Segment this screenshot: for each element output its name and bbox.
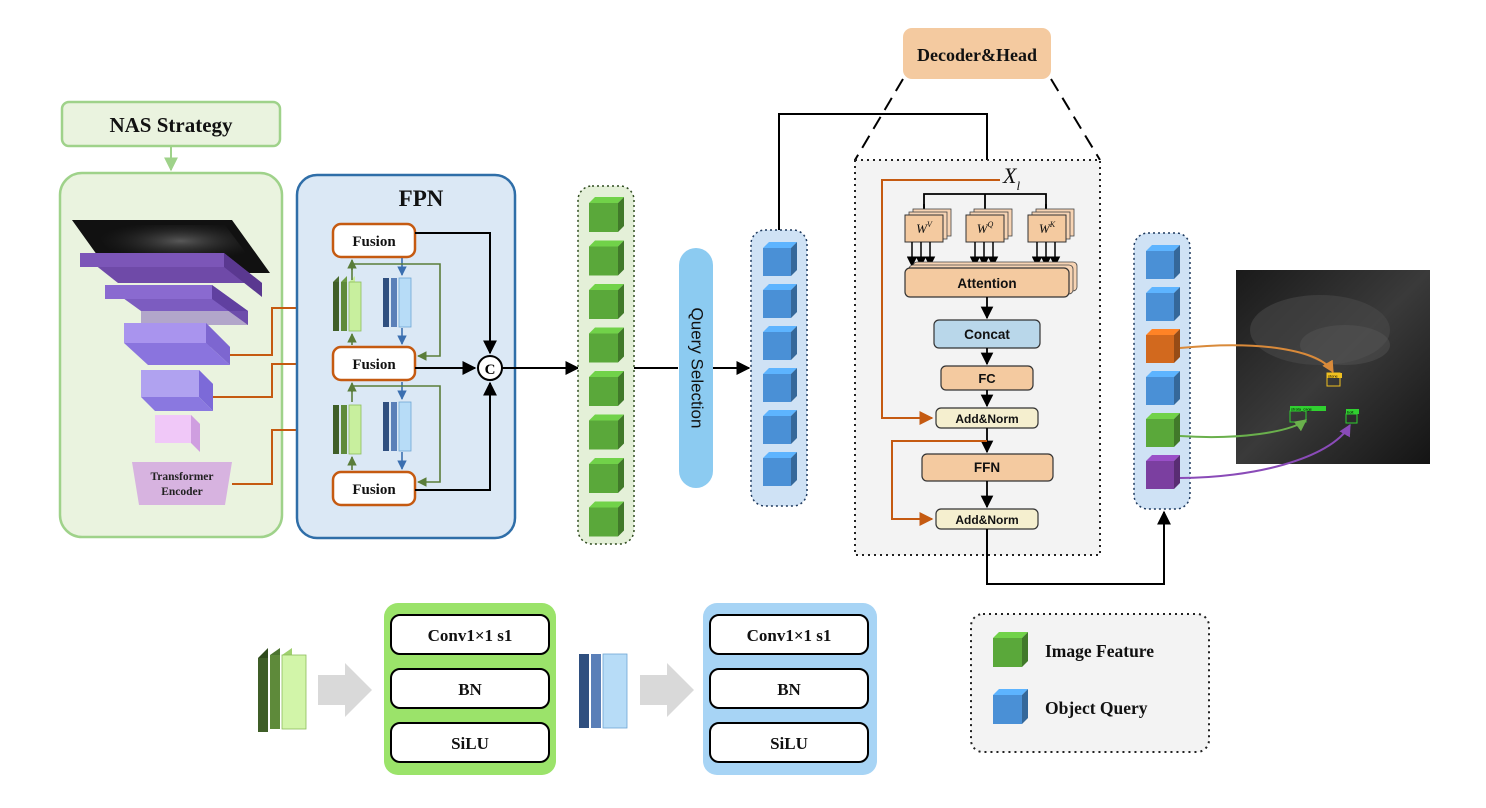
object-query-cube: [763, 410, 797, 444]
fusion-label-top: Fusion: [352, 234, 396, 250]
svg-text:WK: WK: [1039, 220, 1056, 236]
legend-object-query-label: Object Query: [1045, 698, 1148, 718]
image-feature-cube: [589, 501, 624, 537]
svg-text:SiLU: SiLU: [770, 734, 808, 753]
fpn-blue-stack-upper: [383, 277, 412, 328]
object-query-cubes-2: [1146, 245, 1180, 489]
transformer-encoder: Transformer Encoder: [132, 462, 232, 505]
object-query-cube: [763, 326, 797, 360]
fusion-label-bottom: Fusion: [352, 482, 396, 498]
svg-text:WV: WV: [916, 220, 933, 236]
output-detection-image: stone strata_cage bolt: [1236, 270, 1430, 464]
conv-green-row-3: SiLU: [390, 722, 550, 763]
ffn-box: FFN: [921, 453, 1054, 482]
concat-box: Concat: [933, 319, 1041, 349]
image-feature-cube: [589, 240, 624, 276]
nas-strategy-box: NAS Strategy: [60, 100, 282, 148]
query-selection-box: Query Selection: [679, 248, 713, 488]
object-query-cubes-1: [763, 242, 797, 486]
decoder-head-box: Decoder&Head: [903, 28, 1051, 79]
residual-connections: [881, 179, 1000, 526]
legend-box: [970, 613, 1210, 753]
object-query-cube-orange: [1146, 329, 1180, 363]
decoder-to-queries-line: [986, 510, 1171, 585]
add-norm-label-1: Add&Norm: [955, 412, 1018, 426]
query-to-detection-curves: [1179, 344, 1351, 479]
zoom-line-right: [1050, 78, 1101, 161]
object-query-cube: [763, 452, 797, 486]
image-feature-cubes: [589, 197, 624, 537]
fusion-box-mid: Fusion: [331, 345, 417, 382]
fpn-green-stack-upper: [333, 276, 362, 332]
x-label: Xl: [1002, 163, 1020, 193]
fusion-box-top: Fusion: [331, 222, 417, 259]
add-norm-box-2: Add&Norm: [935, 508, 1039, 530]
concat-symbol: C: [485, 362, 496, 378]
attention-box: Attention: [904, 261, 1078, 298]
transformer-encoder-line1: Transformer: [150, 471, 213, 483]
grey-arrow-1: [318, 663, 372, 717]
object-query-cube: [763, 242, 797, 276]
image-feature-cube: [589, 197, 624, 232]
object-query-cube-green: [1146, 413, 1180, 447]
svg-text:BN: BN: [777, 680, 801, 699]
image-feature-cube: [589, 458, 624, 493]
fusion-label-mid: Fusion: [352, 357, 396, 373]
legend-image-feature-cube: [993, 632, 1028, 667]
backbone-layers: [80, 253, 262, 452]
detection-label-bolt: bolt: [1347, 410, 1354, 415]
concat-label: Concat: [964, 327, 1010, 342]
fpn-concat-node: C: [415, 232, 580, 491]
w-v-box: WV: [904, 208, 952, 243]
fc-label: FC: [978, 371, 996, 386]
nas-strategy-label: NAS Strategy: [109, 113, 233, 137]
object-query-cube: [1146, 245, 1180, 279]
w-k-box: WK: [1027, 208, 1075, 243]
image-feature-cube: [589, 371, 624, 406]
add-norm-box-1: Add&Norm: [935, 407, 1039, 429]
svg-text:BN: BN: [458, 680, 482, 699]
legend-cubes: [993, 632, 1028, 724]
decoder-head-label: Decoder&Head: [917, 45, 1037, 65]
conv-green-row-2: BN: [390, 668, 550, 709]
add-norm-label-2: Add&Norm: [955, 513, 1018, 527]
conv-green-row-1: Conv1×1 s1: [390, 614, 550, 655]
svg-text:Conv1×1 s1: Conv1×1 s1: [747, 626, 832, 645]
grey-arrow-2: [640, 663, 694, 717]
w-q-box: WQ: [965, 208, 1013, 243]
green-stack-bottom: [258, 648, 307, 732]
transformer-encoder-line2: Encoder: [161, 486, 203, 498]
query-selection-label: Query Selection: [688, 308, 707, 429]
object-query-cube: [763, 368, 797, 402]
image-feature-cube: [589, 414, 624, 450]
image-feature-cube: [589, 327, 624, 363]
svg-text:Conv1×1 s1: Conv1×1 s1: [428, 626, 513, 645]
svg-text:WQ: WQ: [977, 220, 994, 236]
object-query-cube: [763, 284, 797, 318]
object-query-cube: [1146, 287, 1180, 321]
attention-label: Attention: [957, 276, 1016, 291]
detection-label-stone: stone: [1328, 374, 1339, 379]
fpn-green-stack-lower: [333, 404, 362, 455]
object-query-cube-purple: [1146, 455, 1180, 489]
fc-box: FC: [940, 365, 1034, 391]
conv-blue-row-2: BN: [709, 668, 869, 709]
fpn-blue-stack-lower: [383, 401, 412, 452]
conv-blue-row-3: SiLU: [709, 722, 869, 763]
fpn-title: FPN: [399, 186, 444, 211]
fusion-box-bottom: Fusion: [331, 470, 417, 507]
blue-stack-bottom: [579, 653, 628, 729]
legend-object-query-cube: [993, 689, 1028, 724]
ffn-label: FFN: [974, 460, 1000, 475]
svg-text:SiLU: SiLU: [451, 734, 489, 753]
zoom-line-left: [854, 78, 904, 161]
image-feature-cube: [589, 284, 624, 319]
fpn-internal-arrows: [347, 258, 441, 487]
legend-image-feature-label: Image Feature: [1045, 641, 1154, 661]
conv-blue-row-1: Conv1×1 s1: [709, 614, 869, 655]
object-query-cube: [1146, 371, 1180, 405]
detection-label-strata-cage: strata_cage: [1291, 407, 1313, 412]
